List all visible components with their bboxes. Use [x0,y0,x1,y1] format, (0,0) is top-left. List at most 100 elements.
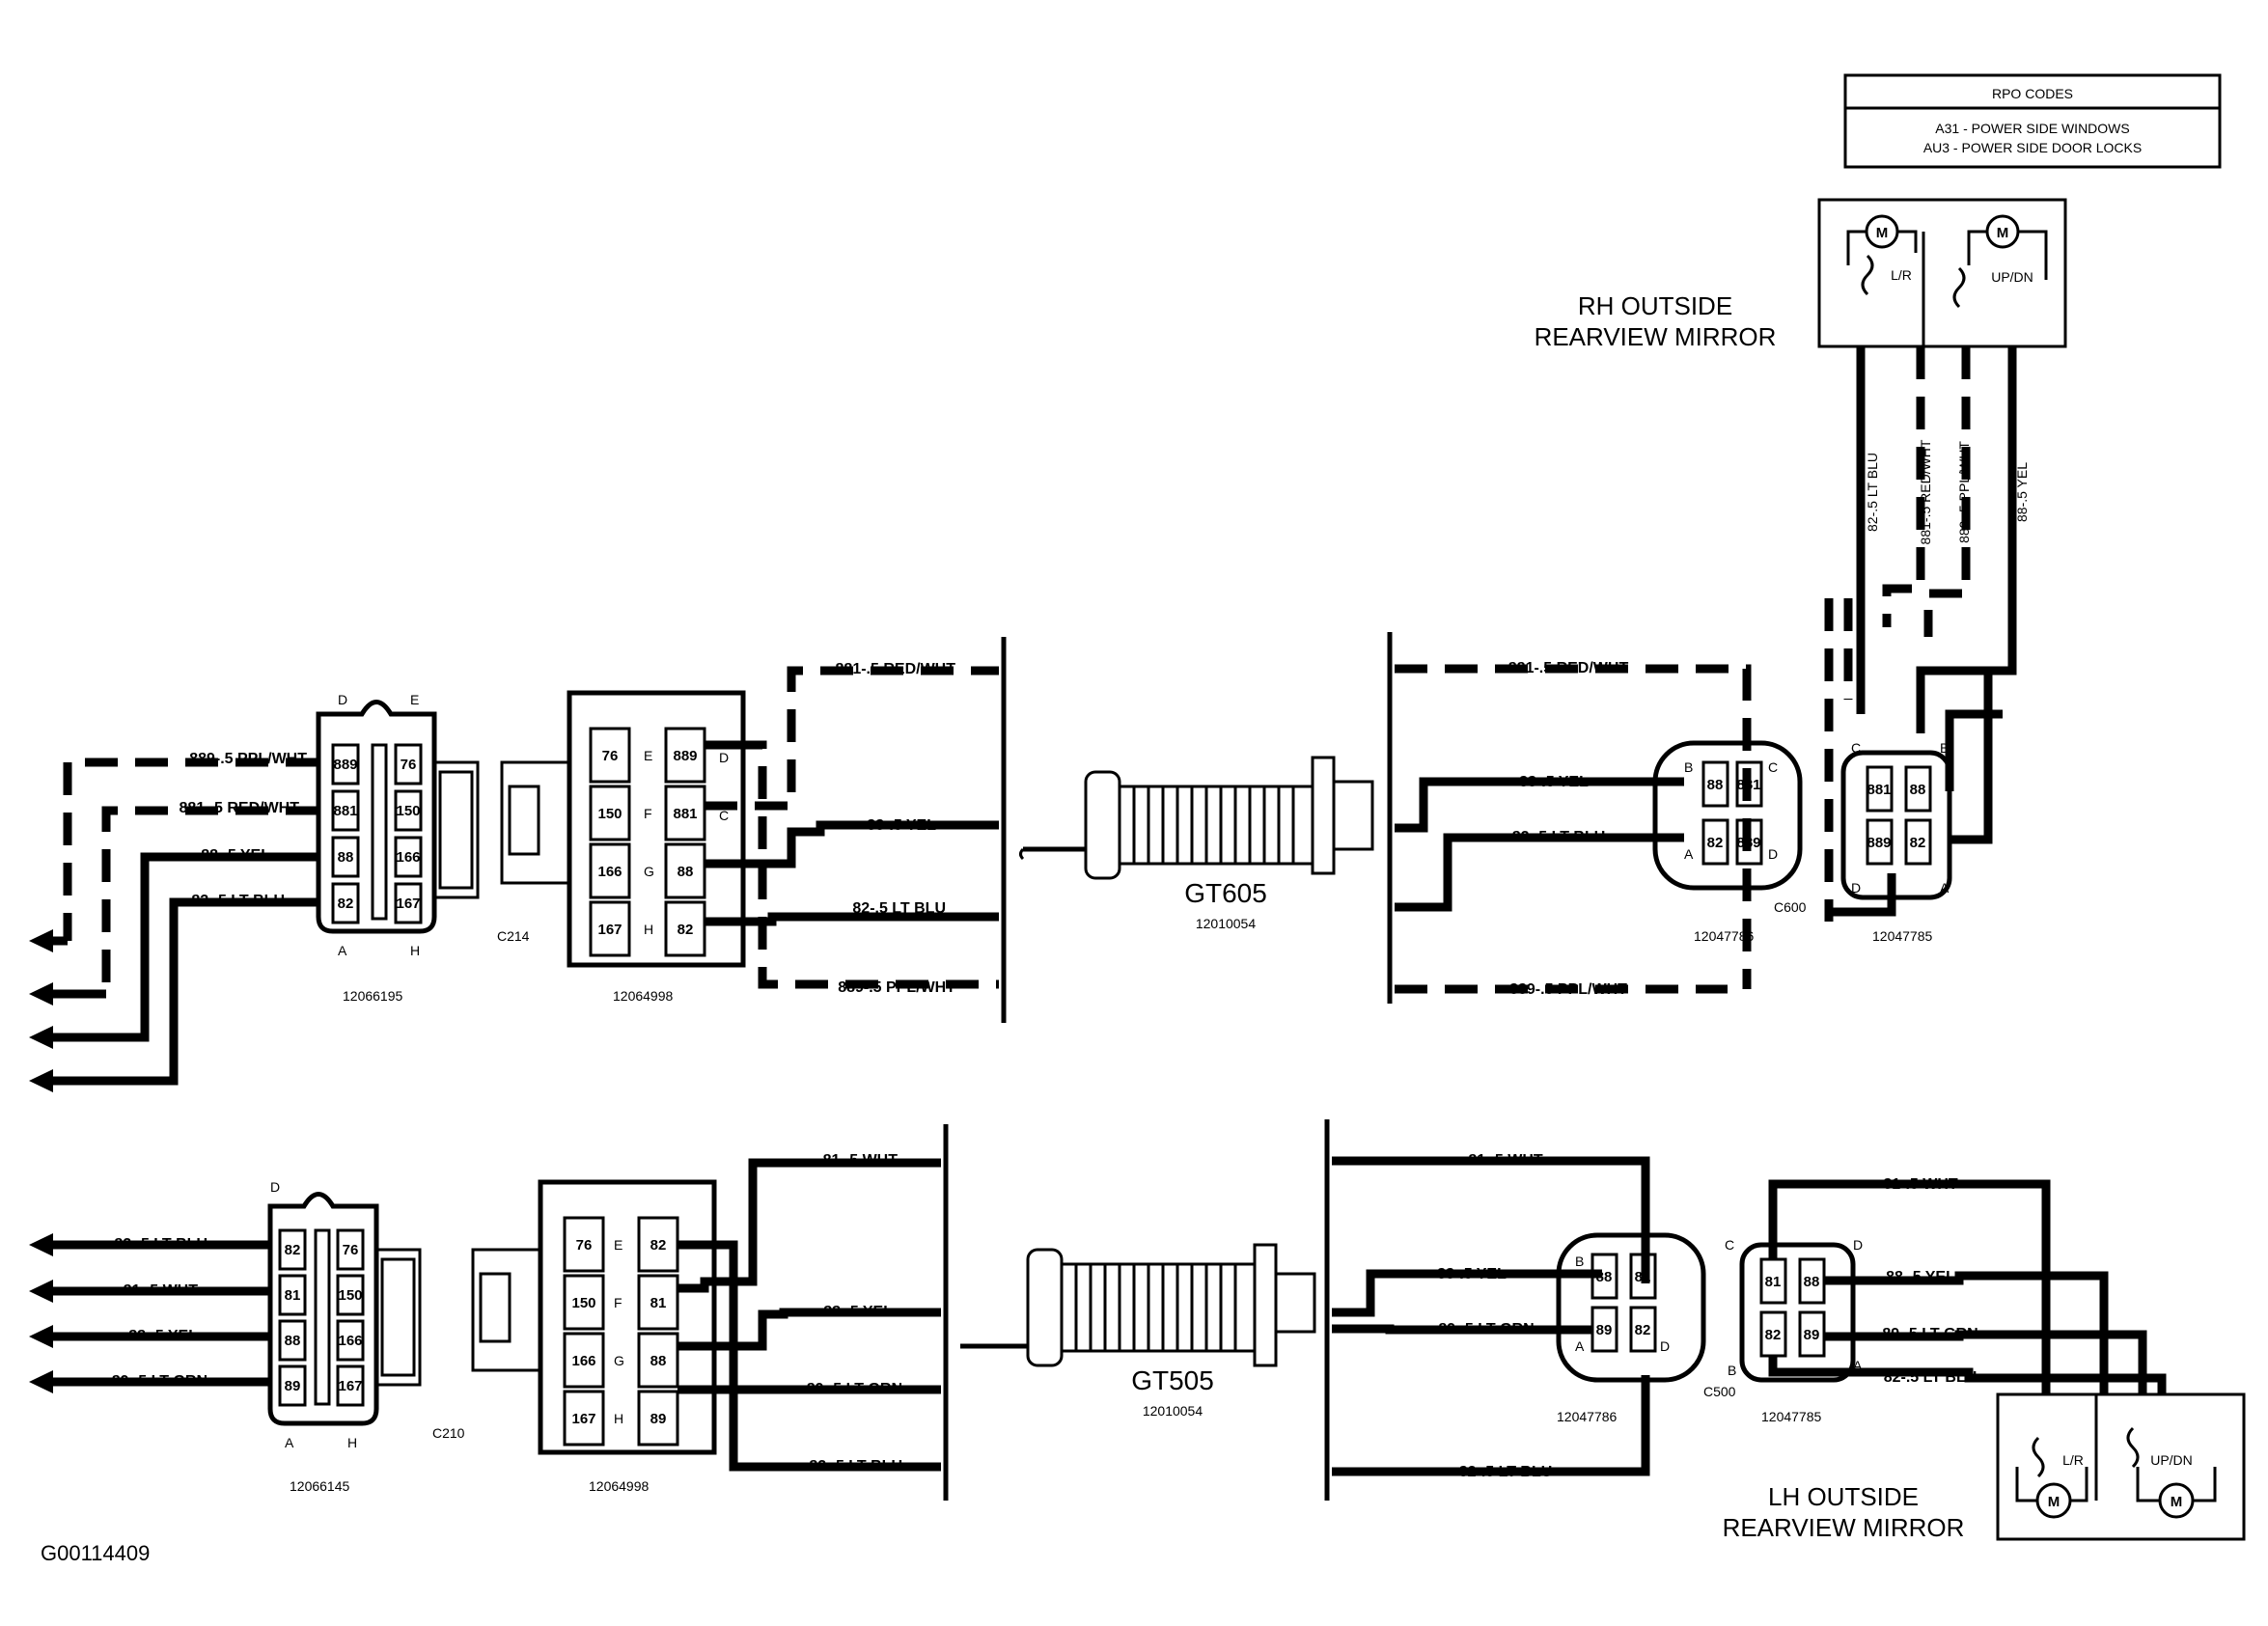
upper-connector-1: 889 881 88 82 76 150 166 167 D E A H 120… [316,692,480,1004]
upper-mid-wires: 881-.5 RED/WHT 88-.5 YEL 82-.5 LT BLU 88… [705,637,1007,1023]
pin-label: 82 [678,922,694,938]
svg-text:M: M [2171,1494,2183,1510]
rh-mirror-title1: RH OUTSIDE [1578,291,1732,320]
svg-text:M: M [1876,225,1889,241]
arrow-icon [29,929,53,952]
rh-lr-label: L/R [1891,267,1912,283]
connector-id: C214 [497,928,530,944]
figure-id: G00114409 [41,1541,150,1565]
pin-label: 889 [1736,835,1760,851]
svg-text:F: F [614,1295,622,1310]
svg-text:B: B [1728,1363,1736,1378]
arrow-icon [29,1280,53,1303]
wire-label: 82-.5 LT BLU [114,1236,207,1253]
wire-label: 88-.5 YEL [201,847,270,864]
svg-text:G: G [644,864,654,879]
pin-label: 89 [285,1378,301,1394]
svg-text:E: E [410,692,419,707]
svg-text:H: H [644,922,653,937]
pin-label: 889 [673,748,697,764]
pin-label: 88 [285,1333,301,1349]
wire-label: 89-.5 LT GRN [1438,1321,1534,1337]
rh-mirror: M L/R M UP/DN RH OUTSIDE REARVIEW MIRROR [1535,198,2067,351]
pin-label: 82 [650,1237,667,1254]
svg-text:D: D [1660,1338,1670,1354]
rh-mirror-wires: 82-.5 LT BLU 881-.5 RED/WHT 889-.5 PPL/W… [1824,346,2030,922]
rh-wire-881: 881-.5 RED/WHT [1918,439,1933,544]
pin-label: 82 [285,1242,301,1258]
pin-label: 89 [650,1411,667,1427]
svg-text:C: C [1725,1237,1734,1253]
pin-label: 88 [1804,1274,1820,1290]
arrow-icon [29,1325,53,1348]
svg-text:A: A [338,943,347,958]
wire-label: 81-.5 WHT [1468,1152,1543,1169]
pin-label: 82 [1707,835,1724,851]
rh-mirror-title2: REARVIEW MIRROR [1535,322,1777,351]
pin-label: 88 [650,1353,667,1369]
svg-text:E: E [644,748,652,763]
part-number: 12047786 [1557,1409,1618,1424]
svg-text:H: H [614,1411,623,1426]
wire-label: 82-.5 LT BLU [191,893,285,909]
wire-label: 889-.5 PPL/WHT [838,979,955,996]
lower-connector-2: 76 150 166 167 E F G H 82 81 88 89 C210 … [432,1179,717,1494]
lower-right-wires: 81-.5 WHT 88-.5 YEL 89-.5 LT GRN 82-.5 L… [1324,1119,1650,1501]
wire-label: 82-.5 LT BLU [1884,1369,1978,1386]
pin-label: 76 [343,1242,359,1258]
pin-label: 88 [678,864,694,880]
connector-id: C210 [432,1425,465,1441]
svg-text:D: D [719,750,729,765]
upper-left-wires: 889-.5 PPL/WHT 881-.5 RED/WHT 88-.5 YEL … [29,751,318,1092]
pin-label: 150 [396,803,420,819]
lh-mirror-title1: LH OUTSIDE [1768,1482,1919,1511]
part-number: 12047785 [1872,928,1933,944]
grommet-label: GT505 [1131,1365,1214,1395]
arrow-icon [29,1370,53,1393]
lower-far-wires: 81-.5 WHT 88-.5 YEL 89-.5 LT GRN 82-.5 L… [1768,1176,2167,1399]
part-number: 12066195 [343,988,403,1004]
pin-label: 881 [1867,782,1891,798]
wire-label: 89-.5 LT GRN [807,1381,902,1397]
part-number: 12010054 [1196,916,1257,931]
rh-wire-88: 88-.5 YEL [2014,462,2030,522]
svg-text:G: G [614,1353,624,1368]
lh-updn-motor-icon: M [2126,1426,2217,1519]
pin-label: 76 [401,757,417,773]
pin-label: 82 [1765,1327,1782,1343]
pin-label: 166 [571,1353,595,1369]
rpo-title: RPO CODES [1992,86,2073,101]
pin-label: 88 [1910,782,1926,798]
pin-label: 166 [338,1333,362,1349]
svg-text:D: D [1768,846,1778,862]
pin-label: 81 [285,1287,301,1304]
svg-text:A: A [1853,1358,1863,1373]
pin-label: 881 [333,803,357,819]
grommet-gt605: GT605 12010054 [1019,756,1374,931]
lh-lr-motor-icon: M [2015,1436,2088,1519]
wire-label: 889-.5 PPL/WHT [1509,981,1627,998]
wire-label: 88-.5 YEL [1886,1269,1955,1285]
lower-connector-1: 82 81 88 89 76 150 166 167 D A H 1206614… [267,1179,422,1494]
part-number: 12066145 [290,1478,350,1494]
pin-label: 81 [1635,1269,1651,1285]
arrow-icon [29,1233,53,1256]
wire-label: 88-.5 YEL [823,1304,893,1320]
arrow-icon [29,982,53,1006]
rpo-codes-box: RPO CODES A31 - POWER SIDE WINDOWS AU3 -… [1843,73,2222,169]
pin-label: 150 [338,1287,362,1304]
wire-label: 88-.5 YEL [1437,1266,1507,1282]
pin-label: 82 [338,896,354,912]
pin-label: 881 [1736,777,1760,793]
part-number: 12064998 [613,988,674,1004]
lh-mirror-title2: REARVIEW MIRROR [1723,1513,1965,1542]
pin-label: 881 [673,806,697,822]
part-number: 12047785 [1761,1409,1822,1424]
wire-label: 88-.5 YEL [867,817,936,834]
lower-left-wires: 82-.5 LT BLU 81-.5 WHT 88-.5 YEL 89-.5 L… [29,1233,270,1393]
svg-text:D: D [338,692,347,707]
lower-mid-wires: 81-.5 WHT 88-.5 YEL 89-.5 LT GRN 82-.5 L… [678,1124,949,1501]
svg-text:B: B [1684,759,1693,775]
wire-label: 881-.5 RED/WHT [836,661,956,677]
